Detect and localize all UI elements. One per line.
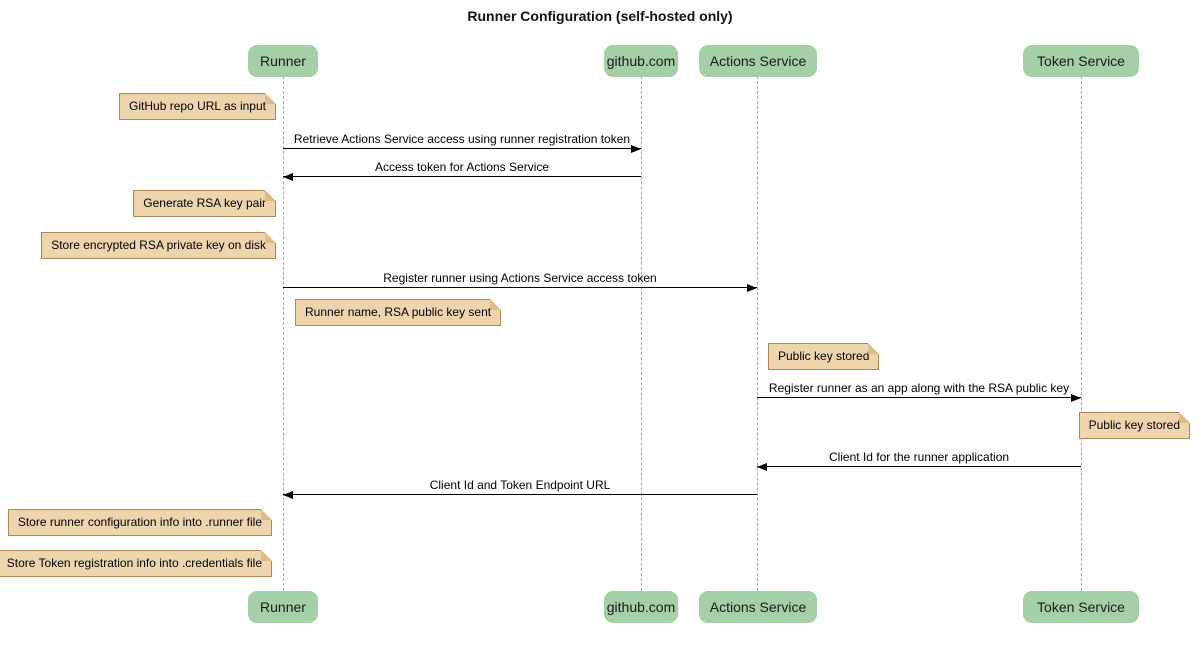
arrow-right [283, 284, 757, 292]
lifeline-token-service [1081, 76, 1082, 591]
message-register-runner-app: Register runner as an app along with the… [757, 380, 1081, 402]
participant-github-top: github.com [604, 45, 678, 77]
message-label: Access token for Actions Service [374, 160, 550, 174]
note-runner-name-public-key-sent: Runner name, RSA public key sent [295, 299, 502, 326]
message-label: Register runner as an app along with the… [768, 381, 1070, 395]
arrow-left [283, 491, 757, 499]
participant-token-service-top: Token Service [1023, 45, 1139, 77]
message-label: Register runner using Actions Service ac… [383, 271, 657, 285]
note-public-key-stored-token: Public key stored [1078, 412, 1191, 439]
lifeline-actions-service [757, 76, 758, 591]
participant-actions-service-bottom: Actions Service [699, 591, 817, 623]
message-label: Retrieve Actions Service access using ru… [293, 132, 631, 146]
message-access-token-returned: Access token for Actions Service [283, 159, 641, 181]
arrow-left [283, 173, 641, 181]
note-store-credentials-file: Store Token registration info into .cred… [0, 550, 273, 577]
message-label: Client Id for the runner application [828, 450, 1010, 464]
lifeline-runner [283, 76, 284, 591]
message-label: Client Id and Token Endpoint URL [429, 478, 611, 492]
message-client-id-returned: Client Id for the runner application [757, 449, 1081, 471]
participant-runner-top: Runner [248, 45, 318, 77]
participant-github-bottom: github.com [604, 591, 678, 623]
diagram-title: Runner Configuration (self-hosted only) [467, 8, 733, 24]
note-public-key-stored-actions: Public key stored [768, 343, 880, 370]
message-client-id-endpoint-url: Client Id and Token Endpoint URL [283, 477, 757, 499]
note-github-repo-url-input: GitHub repo URL as input [119, 93, 276, 120]
arrow-right [283, 145, 641, 153]
message-retrieve-actions-access: Retrieve Actions Service access using ru… [283, 131, 641, 153]
lifeline-github [641, 76, 642, 591]
participant-token-service-bottom: Token Service [1023, 591, 1139, 623]
participant-actions-service-top: Actions Service [699, 45, 817, 77]
note-store-encrypted-private-key: Store encrypted RSA private key on disk [41, 232, 276, 259]
message-register-runner: Register runner using Actions Service ac… [283, 270, 757, 292]
arrow-right [757, 394, 1081, 402]
participant-runner-bottom: Runner [248, 591, 318, 623]
note-generate-rsa-key-pair: Generate RSA key pair [133, 190, 276, 217]
arrow-left [757, 463, 1081, 471]
note-store-runner-file: Store runner configuration info into .ru… [7, 509, 273, 536]
